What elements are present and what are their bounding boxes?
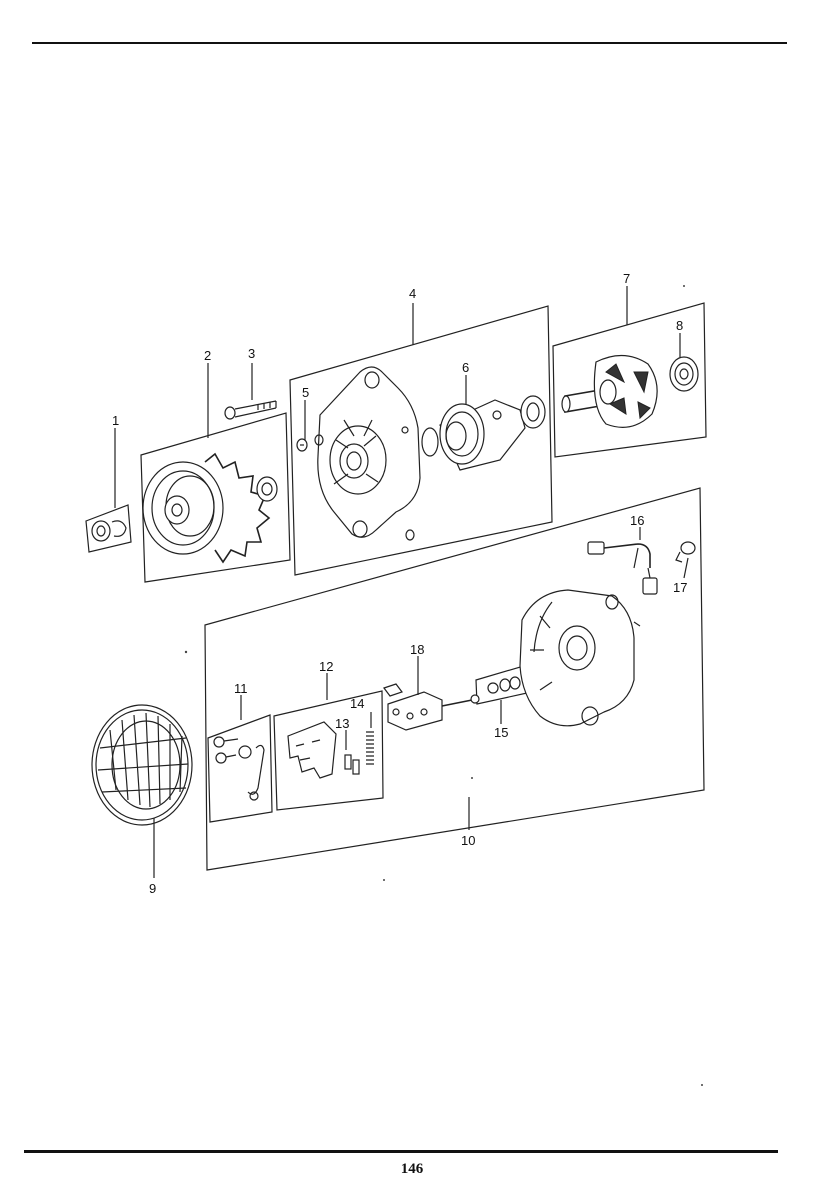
top-rule: [32, 42, 787, 44]
callout-12: 12: [319, 659, 333, 674]
part-through-bolt: [224, 400, 277, 420]
part-brush-hardware: [213, 736, 265, 801]
callout-17: 17: [673, 580, 687, 595]
part-terminal-screw: [675, 541, 696, 563]
panel-brush-holder: [273, 690, 384, 811]
scan-specks: [184, 285, 703, 1086]
callout-10: 10: [461, 833, 475, 848]
panel-pulley-fan: [140, 412, 291, 583]
leader-lines: [114, 286, 689, 878]
part-screw: [296, 438, 308, 452]
callout-2: 2: [204, 348, 211, 363]
callout-14: 14: [350, 696, 364, 711]
page-number: 146: [400, 1161, 424, 1177]
callout-13: 13: [335, 716, 349, 731]
callout-8: 8: [676, 318, 683, 333]
callout-15: 15: [494, 725, 508, 740]
part-terminal-parts: [487, 676, 521, 694]
part-rear-housing: [519, 589, 641, 727]
panel-brush-hardware: [207, 714, 273, 823]
callout-16: 16: [630, 513, 644, 528]
panel-rotor: [552, 302, 707, 458]
part-regulator: [383, 683, 480, 731]
part-rotor-bearing: [669, 356, 699, 392]
part-drive-end-housing: [314, 366, 421, 541]
panel-drive-end-housing: [289, 305, 553, 576]
callout-4: 4: [409, 286, 416, 301]
callout-1: 1: [112, 413, 119, 428]
part-wire-harness: [587, 541, 658, 595]
part-rotor: [561, 354, 658, 428]
callout-3: 3: [248, 346, 255, 361]
callout-numbers: 1 2 3 4 5 6 7 8 9 10 11 12 13 14 15 16 1…: [112, 271, 687, 896]
part-spacer-collar: [85, 504, 132, 553]
callout-9: 9: [149, 881, 156, 896]
bottom-rule: [24, 1150, 778, 1153]
callout-7: 7: [623, 271, 630, 286]
panel-rear-housing-assembly: [204, 487, 705, 871]
part-brush-holder: [287, 721, 374, 779]
callout-6: 6: [462, 360, 469, 375]
callout-5: 5: [302, 385, 309, 400]
part-pulley-fan: [142, 452, 278, 564]
callout-11: 11: [234, 681, 248, 696]
part-stator: [91, 704, 193, 826]
part-bearing-retainer: [421, 395, 546, 471]
callout-18: 18: [410, 642, 424, 657]
